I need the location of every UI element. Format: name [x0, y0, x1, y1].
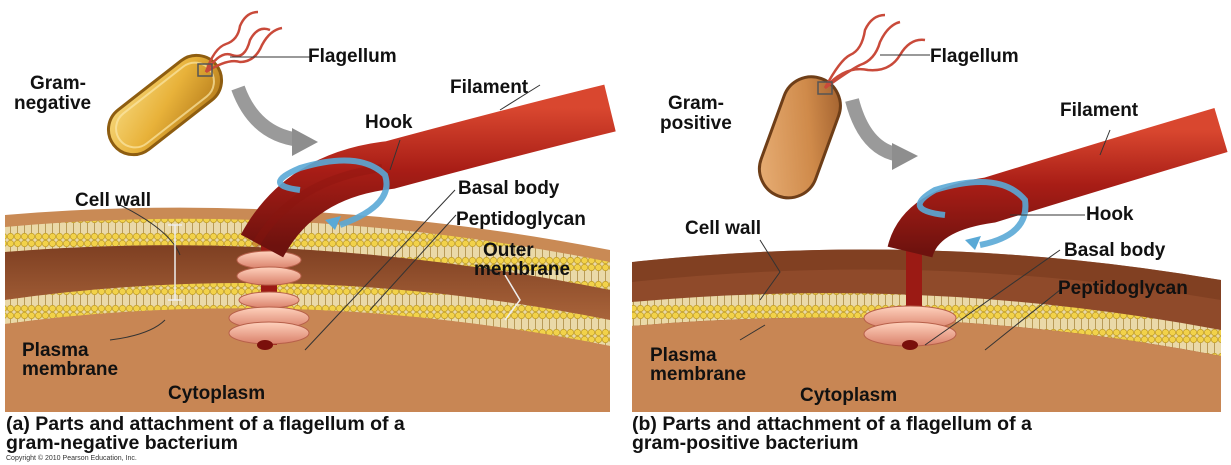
label-gram-positive-line2: positive	[660, 113, 732, 134]
caption-b-line1: (b) Parts and attachment of a flagellum …	[632, 414, 1032, 434]
label-flagellum-b: Flagellum	[930, 46, 1019, 67]
label-plasma-membrane-a-line2: membrane	[22, 359, 118, 380]
label-basal-body-b: Basal body	[1064, 240, 1165, 261]
label-outer-membrane-line2: membrane	[474, 259, 570, 280]
label-hook-a: Hook	[365, 112, 413, 133]
caption-a-line2: gram-negative bacterium	[6, 433, 238, 453]
label-cytoplasm-b: Cytoplasm	[800, 385, 897, 406]
label-cytoplasm-a: Cytoplasm	[168, 383, 265, 404]
label-peptidoglycan-a: Peptidoglycan	[456, 209, 586, 230]
label-gram-positive-line1: Gram-	[668, 93, 724, 114]
label-cell-wall-b: Cell wall	[685, 218, 761, 239]
label-plasma-membrane-a-line1: Plasma	[22, 340, 89, 361]
caption-a-line1: (a) Parts and attachment of a flagellum …	[6, 414, 405, 434]
label-flagellum-a: Flagellum	[308, 46, 397, 67]
label-filament-a: Filament	[450, 77, 528, 98]
label-hook-b: Hook	[1086, 204, 1134, 225]
label-basal-body-a: Basal body	[458, 178, 559, 199]
label-gram-negative-line2: negative	[14, 93, 91, 114]
label-cell-wall-a: Cell wall	[75, 190, 151, 211]
label-gram-negative-line1: Gram-	[30, 73, 86, 94]
label-outer-membrane-line1: Outer	[483, 240, 534, 261]
caption-b-line2: gram-positive bacterium	[632, 433, 858, 453]
copyright-notice: Copyright © 2010 Pearson Education, Inc.	[6, 455, 137, 462]
label-filament-b: Filament	[1060, 100, 1138, 121]
label-plasma-membrane-b-line2: membrane	[650, 364, 746, 385]
label-peptidoglycan-b: Peptidoglycan	[1058, 278, 1188, 299]
label-plasma-membrane-b-line1: Plasma	[650, 345, 717, 366]
